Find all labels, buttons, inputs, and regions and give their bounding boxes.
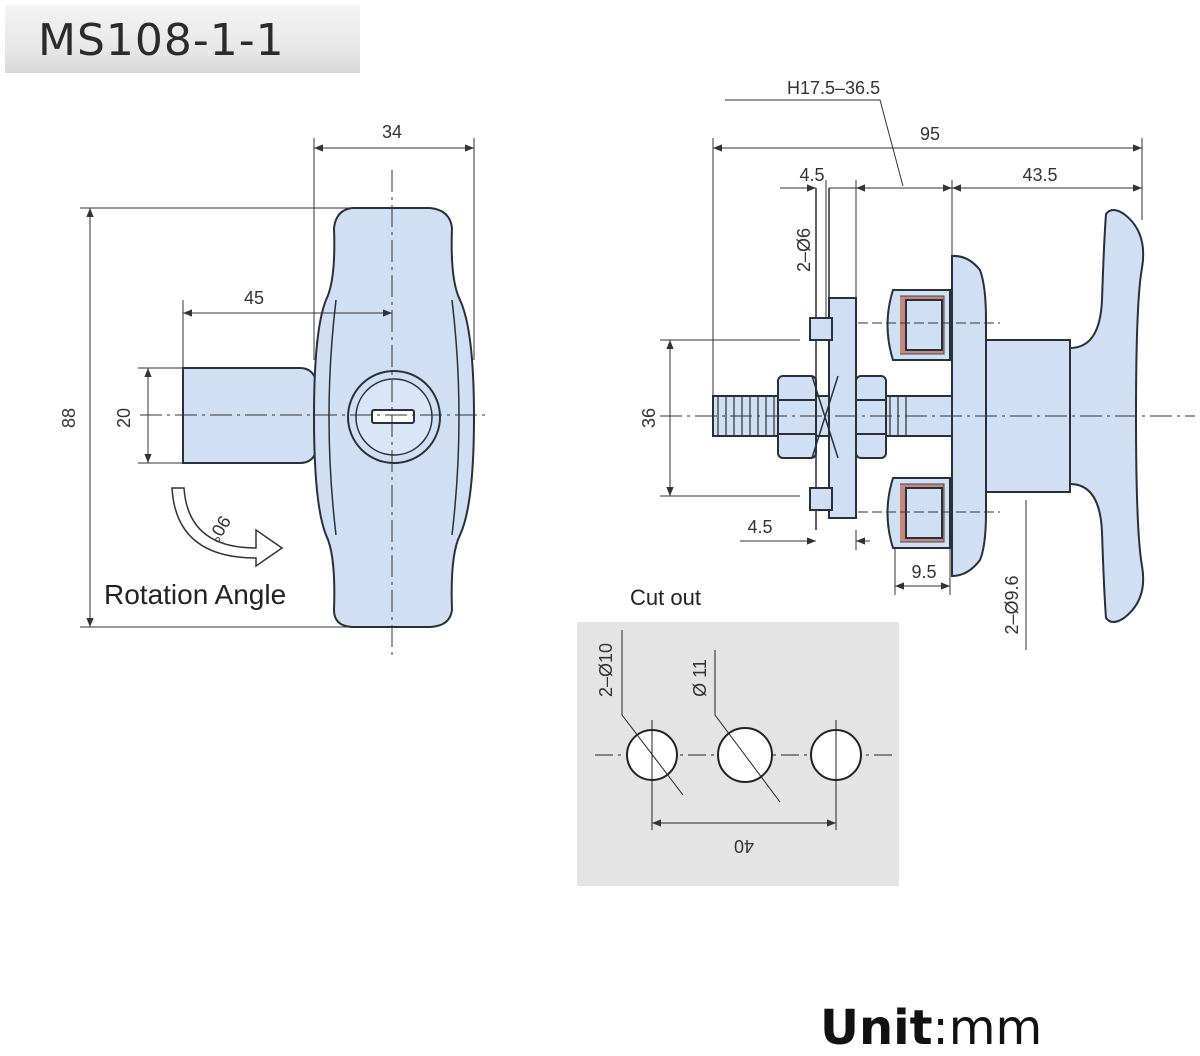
dim-shaft-length: 45 (244, 288, 264, 308)
unit-value: mm (948, 1000, 1043, 1056)
dim-width: 34 (382, 122, 402, 142)
cutout-small-holes: 2–Ø10 (596, 643, 616, 697)
unit-label: Unit:mm (820, 1000, 1042, 1056)
dim-stud-holes: 2–Ø9.6 (1002, 575, 1022, 634)
dim-shaft-diameter: 20 (114, 408, 134, 428)
dim-side-height: 36 (639, 408, 659, 428)
dim-overall-length: 95 (920, 124, 940, 144)
cutout-spacing: 40 (734, 836, 754, 856)
nut-right (855, 375, 887, 459)
cutout-diagram (595, 630, 895, 830)
mounting-plate (828, 297, 857, 519)
cutout-center-hole: Ø 11 (690, 659, 710, 697)
dim-plate-bottom: 4.5 (747, 517, 772, 537)
dim-pin-holes: 2–Ø6 (794, 228, 814, 272)
title-banner: MS108-1-1 (5, 5, 360, 73)
keyhole (371, 409, 415, 424)
front-view (182, 207, 476, 628)
pin-top (809, 317, 833, 341)
drawing-title: MS108-1-1 (38, 15, 285, 66)
dim-stud-offset: 9.5 (911, 562, 936, 582)
rotation-angle-label: Rotation Angle (104, 579, 286, 610)
dim-plate-top: 4.5 (799, 165, 824, 185)
dim-handle-height: H17.5–36.5 (787, 78, 880, 98)
nut-left (777, 375, 817, 459)
side-view (712, 188, 1145, 623)
rotation-arrow (171, 487, 284, 568)
cutout-label: Cut out (630, 585, 701, 610)
dim-height: 88 (59, 408, 79, 428)
pin-bottom (809, 487, 833, 511)
dim-handle-length: 43.5 (1022, 165, 1057, 185)
unit-key: Unit (820, 1000, 933, 1056)
unit-separator: : (932, 1000, 949, 1056)
